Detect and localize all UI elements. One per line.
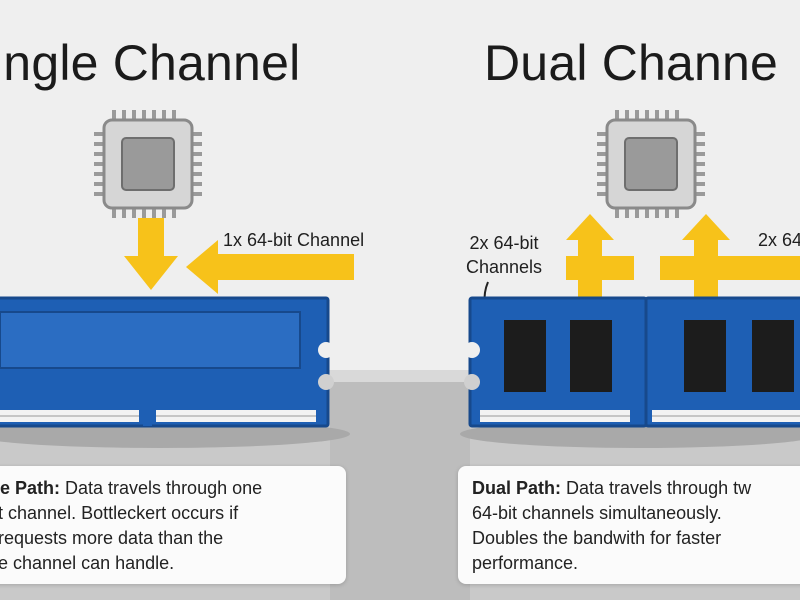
dual-desc-line-1: Dual Path: Data travels through tw xyxy=(472,476,800,501)
dual-arrow-label-line2: Channels xyxy=(465,257,543,277)
single-channel-title: ingle Channel xyxy=(0,35,301,91)
dual-desc-line-2: 64-bit channels simultaneously. xyxy=(472,503,722,523)
dual-arrow-label-right: 2x 64 xyxy=(758,230,800,250)
dual-desc-text: Data travels through tw xyxy=(561,478,752,498)
single-desc-text: Data travels through one xyxy=(60,478,263,498)
single-desc-head: gle Path: xyxy=(0,478,61,498)
down-arrow-icon xyxy=(124,218,178,290)
ram-stick-dual xyxy=(460,296,800,448)
dual-arrow-label-line1: 2x 64-bit xyxy=(469,233,539,253)
dual-desc-line-3: Doubles the bandwith for faster xyxy=(472,528,722,548)
single-desc-line-4: gle channel can handle. xyxy=(0,553,175,573)
dual-arrow-label: 2x 64-bit Channels xyxy=(444,231,564,279)
ram-stick-single xyxy=(0,296,350,448)
cpu-chip-icon xyxy=(597,110,705,218)
up-arrow-icon xyxy=(566,214,634,322)
dual-desc-line-4: performance. xyxy=(472,553,579,573)
dual-path-card: Dual Path: Data travels through tw 64-bi… xyxy=(458,466,800,584)
single-arrow-label: 1x 64-bit Channel xyxy=(223,230,365,250)
left-arrow-icon xyxy=(186,240,354,294)
cpu-chip-icon xyxy=(94,110,202,218)
dual-desc-head: Dual Path: xyxy=(472,478,562,498)
single-desc-line-3: J requests more data than the xyxy=(0,528,224,548)
single-desc-line-2: bit channel. Bottleckert occurs if xyxy=(0,503,239,523)
single-path-card: gle Path: Data travels through one bit c… xyxy=(0,466,346,584)
single-desc-line-1: gle Path: Data travels through one xyxy=(0,476,332,501)
dual-channel-title: Dual Channe xyxy=(484,35,779,91)
